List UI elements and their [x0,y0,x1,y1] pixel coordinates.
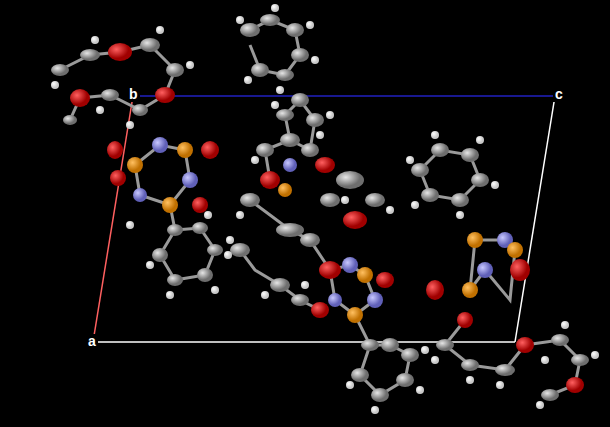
axis-label: b [127,87,140,102]
axis-label: a [86,334,98,349]
axis-label: c [553,87,565,102]
